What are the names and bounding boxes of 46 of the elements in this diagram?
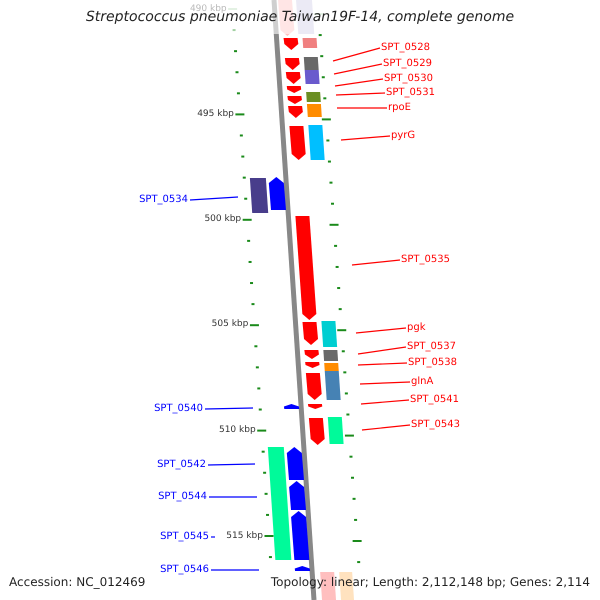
scale-label: 500 kbp (204, 213, 242, 225)
leader-line (356, 327, 406, 334)
leader-line (211, 536, 215, 538)
scale-label: 510 kbp (218, 424, 256, 436)
gene-label: rpoE (388, 102, 411, 114)
leader-line (352, 259, 400, 266)
scale-label: 505 kbp (212, 318, 248, 330)
leader-line (334, 78, 384, 87)
gene-label: SPT_0537 (407, 341, 456, 353)
leader-line (360, 399, 410, 405)
gene-label: SPT_0542 (157, 459, 206, 471)
gene-label: SPT_0540 (154, 403, 203, 415)
leader-line (332, 47, 380, 62)
gene-label: SPT_0541 (410, 394, 459, 406)
gene-label: SPT_0531 (386, 87, 435, 99)
gene-label: SPT_0534 (139, 194, 188, 206)
leader-line (208, 463, 256, 466)
leader-line (360, 381, 410, 385)
topology-text: Topology: linear; Length: 2,112,148 bp; Genes: 2,114 (270, 576, 590, 588)
leader-line (211, 569, 259, 571)
accession-text: Accession: NC_012469 (9, 576, 146, 588)
title: Streptococcus pneumoniae Taiwan19F-14, complete genome (84, 11, 516, 23)
gene-label: SPT_0529 (383, 58, 432, 70)
leader-line (336, 92, 386, 96)
scale-label: 495 kbp (197, 108, 234, 120)
gene-label: pgk (407, 322, 426, 334)
gene-label: SPT_0545 (160, 531, 209, 543)
leader-line (204, 407, 254, 410)
gene-label: SPT_0544 (158, 491, 207, 503)
gene-label: SPT_0538 (408, 357, 457, 369)
gene-label: SPT_0528 (381, 42, 430, 54)
leader-line (209, 496, 257, 498)
leader-line (340, 135, 390, 141)
gene-label: SPT_0530 (384, 73, 433, 85)
gene-label: SPT_0535 (401, 254, 450, 266)
leader-line (337, 107, 387, 109)
gene-label: SPT_0546 (160, 564, 209, 576)
scale-label: 515 kbp (226, 530, 263, 542)
leader-line (358, 346, 406, 355)
leader-line (334, 63, 382, 75)
leader-line (358, 362, 408, 366)
gene-label: SPT_0543 (411, 419, 460, 431)
gene-label: glnA (411, 376, 434, 388)
gene-label: pyrG (391, 130, 416, 142)
leader-line (190, 196, 238, 201)
leader-line (362, 424, 410, 431)
